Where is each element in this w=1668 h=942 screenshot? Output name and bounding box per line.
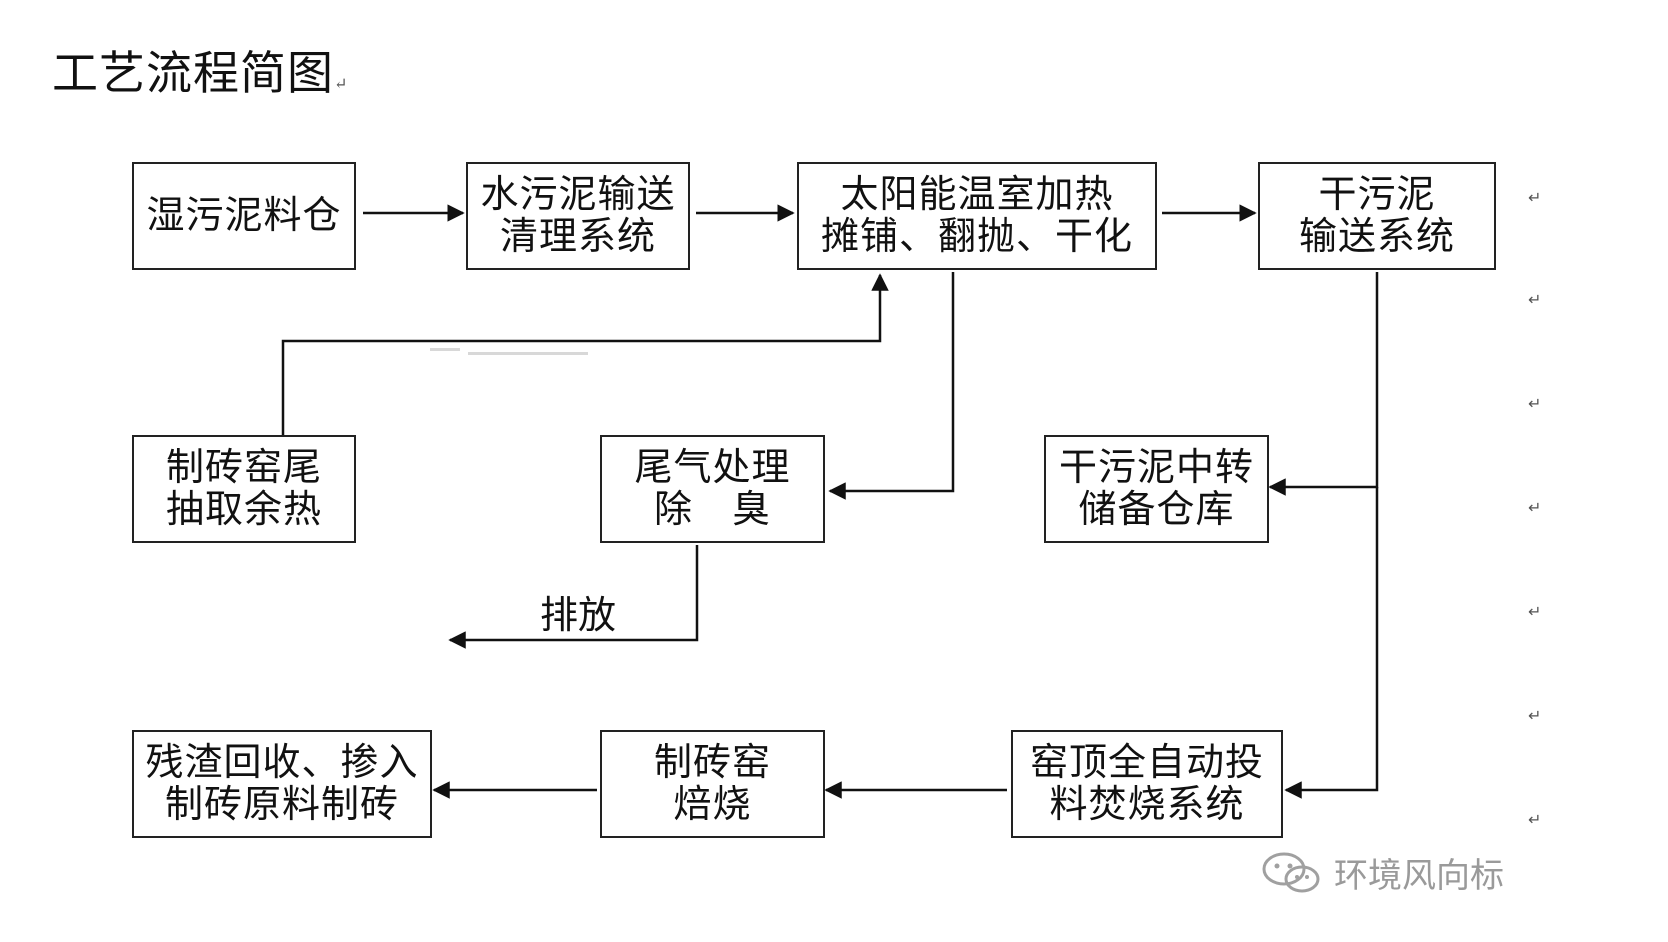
node-label-line: 尾气处理 [634, 445, 791, 490]
paragraph-mark: ↵ [1528, 810, 1542, 829]
paragraph-mark: ↵ [1528, 706, 1542, 725]
node-label-line: 除 臭 [653, 487, 771, 531]
scan-smudge [468, 352, 588, 355]
node-label-line: 输送系统 [1298, 214, 1455, 258]
node-label-line: 抽取余热 [165, 487, 322, 531]
node-kiln-tail-heat: 制砖窑尾 抽取余热 [132, 435, 356, 543]
wechat-icon [1262, 852, 1320, 892]
edge-exhaust-to-discharge [448, 545, 699, 649]
node-label-line: 残渣回收、掺入 [145, 740, 419, 785]
node-label-line: 料焚烧系统 [1049, 782, 1245, 826]
node-brick-kiln-firing: 制砖窑 焙烧 [600, 730, 825, 838]
node-label-line: 制砖窑 [653, 740, 771, 785]
paragraph-mark: ↵ [1528, 290, 1542, 309]
node-label-line: 水污泥输送 [480, 172, 676, 217]
node-label-line: 制砖原料制砖 [164, 782, 399, 826]
node-label-line: 清理系统 [499, 214, 656, 258]
node-dry-sludge-conveyor: 干污泥 输送系统 [1258, 162, 1496, 270]
node-kiln-top-feeding: 窑顶全自动投 料焚烧系统 [1011, 730, 1283, 838]
node-label-line: 湿污泥料仓 [146, 193, 342, 238]
paragraph-mark: ↵ [1528, 498, 1542, 517]
node-label-line: 太阳能温室加热 [840, 172, 1114, 217]
paragraph-mark: ↵ [1528, 188, 1542, 207]
node-water-sludge-conveyor: 水污泥输送 清理系统 [466, 162, 690, 270]
node-label-line: 干污泥 [1318, 172, 1436, 217]
node-residue-recycle: 残渣回收、掺入 制砖原料制砖 [132, 730, 432, 838]
node-exhaust-treatment: 尾气处理 除 臭 [600, 435, 825, 543]
paragraph-mark: ↵ [1528, 394, 1542, 413]
node-label-line: 干污泥中转 [1058, 445, 1254, 490]
node-label-line: 制砖窑尾 [165, 445, 322, 490]
node-dry-sludge-storage: 干污泥中转 储备仓库 [1044, 435, 1269, 543]
edge-kilnheat-to-greenhouse [281, 273, 889, 435]
paragraph-mark: ↵ [1528, 602, 1542, 621]
node-wet-sludge-bin: 湿污泥料仓 [132, 162, 356, 270]
scan-smudge [430, 348, 460, 351]
edge-dryconveyor-to-feeding [1284, 487, 1379, 799]
edge-dryconveyor-to-storage [1268, 272, 1379, 496]
node-label-line: 焙烧 [673, 782, 752, 826]
node-label-line: 储备仓库 [1078, 487, 1235, 531]
node-solar-greenhouse: 太阳能温室加热 摊铺、翻抛、干化 [797, 162, 1157, 270]
edge-label-discharge: 排放 [540, 593, 617, 637]
page-title: 工艺流程简图↵ [52, 50, 348, 96]
watermark-text: 环境风向标 [1334, 856, 1504, 896]
title-text: 工艺流程简图 [52, 46, 334, 100]
title-paragraph-mark: ↵ [334, 74, 349, 93]
node-label-line: 窑顶全自动投 [1029, 740, 1264, 785]
edge-greenhouse-to-exhaust [828, 272, 955, 500]
node-label-line: 摊铺、翻抛、干化 [820, 214, 1133, 258]
watermark: 环境风向标 [1260, 848, 1504, 897]
